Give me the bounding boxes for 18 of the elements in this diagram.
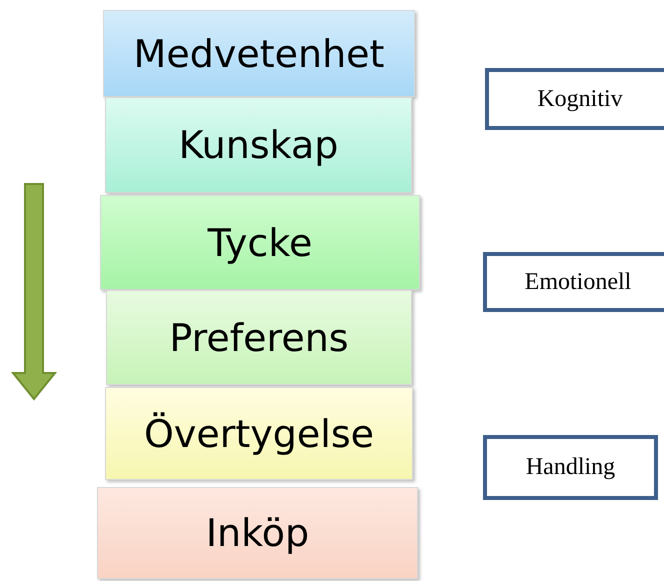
box-label: Tycke [208, 220, 312, 264]
box-label: Kunskap [178, 123, 338, 167]
stage-box [105, 97, 412, 193]
box-label: Medvetenhet [134, 32, 384, 76]
category-box [483, 435, 658, 500]
stage-box [100, 195, 420, 290]
box-label: Handling [526, 454, 616, 481]
box-label: Preferens [169, 316, 349, 360]
box-label: Kognitiv [537, 86, 623, 112]
stage-box [97, 487, 418, 579]
box-label: Emotionell [524, 268, 632, 296]
stage-box [106, 290, 412, 385]
stage-box [103, 10, 415, 97]
box-label: Övertygelse [144, 412, 374, 456]
box-label: Inköp [206, 511, 310, 555]
category-box [483, 252, 664, 312]
stage-box [105, 387, 413, 480]
category-box [485, 68, 664, 130]
